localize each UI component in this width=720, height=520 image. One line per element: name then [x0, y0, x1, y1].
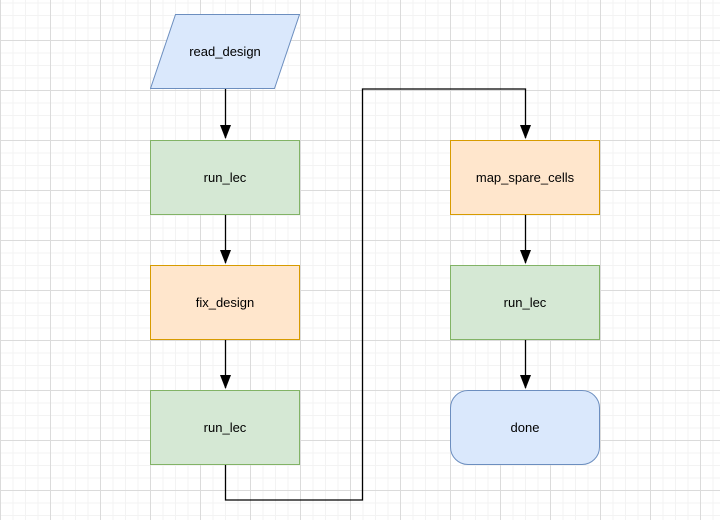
- node-run-lec-3[interactable]: run_lec: [450, 265, 600, 340]
- node-label: run_lec: [503, 295, 547, 310]
- edge-run-lec-2-to-map-spare-cells[interactable]: [224, 88, 531, 501]
- node-fix-design[interactable]: fix_design: [150, 265, 300, 340]
- node-label: map_spare_cells: [475, 170, 575, 185]
- node-label: run_lec: [203, 170, 247, 185]
- node-run-lec-1[interactable]: run_lec: [150, 140, 300, 215]
- node-map-spare-cells[interactable]: map_spare_cells: [450, 140, 600, 215]
- parallelogram-shape: [150, 14, 300, 89]
- node-label: read_design: [189, 44, 261, 59]
- node-run-lec-2[interactable]: run_lec: [150, 390, 300, 465]
- node-label: done: [510, 420, 540, 435]
- node-read-design[interactable]: read_design: [150, 14, 300, 89]
- node-label: fix_design: [195, 295, 255, 310]
- node-done[interactable]: done: [450, 390, 600, 465]
- node-label: run_lec: [203, 420, 247, 435]
